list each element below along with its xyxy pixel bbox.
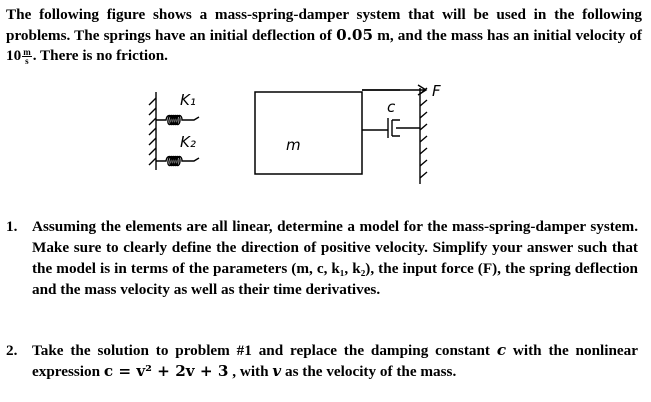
problem-1: 1. Assuming the elements are all linear,…: [6, 216, 638, 300]
spring-k1: [156, 114, 200, 126]
mass-spring-damper-figure: K₁ K₂ m c F: [148, 82, 441, 184]
deflection-value: 0.05: [336, 26, 374, 44]
intro-paragraph: The following figure shows a mass-spring…: [6, 5, 642, 66]
velocity-unit-numerator: m: [22, 47, 32, 58]
problem-1-number: 1.: [6, 218, 18, 235]
intro-text-b: , and the mass has an initial velocity o…: [389, 27, 642, 44]
force-arrow: [362, 84, 428, 96]
mass-label: m: [286, 136, 301, 154]
problem-2-text-d: as the velocity of the mass.: [281, 363, 457, 380]
v-symbol: v: [272, 362, 282, 380]
velocity-unit-denominator: s: [25, 56, 29, 67]
intro-text-a: The following figure shows a mass-spring…: [6, 6, 642, 44]
problem-2-number: 2.: [6, 342, 18, 359]
problem-list-1: 1. Assuming the elements are all linear,…: [6, 216, 638, 300]
intro-text-c: . There is no friction.: [32, 47, 168, 64]
problem-1-text: Assuming the elements are all linear, de…: [32, 218, 638, 298]
c-symbol: c: [496, 341, 507, 359]
left-wall: [148, 92, 157, 170]
damper-label: c: [387, 98, 396, 116]
velocity-value: 10: [6, 47, 22, 64]
problem-2-text-c: , with: [228, 363, 273, 380]
right-wall: [419, 87, 428, 184]
k2-label: K₂: [180, 133, 196, 151]
problem-list-2: 2. Take the solution to problem #1 and r…: [6, 340, 638, 382]
deflection-unit: m: [373, 27, 390, 44]
force-label: F: [432, 82, 441, 100]
spring-k2: [156, 155, 200, 167]
damper: [387, 118, 420, 138]
mass-block: [254, 91, 363, 175]
nonlinear-expression: c = v² + 2v + 3: [103, 362, 229, 380]
k1-label: K₁: [180, 91, 196, 109]
problem-2-text-b: with the nonlinear expression: [32, 342, 638, 380]
problem-2-text-a: Take the solution to problem #1 and repl…: [32, 342, 497, 359]
problem-2: 2. Take the solution to problem #1 and r…: [6, 340, 638, 382]
